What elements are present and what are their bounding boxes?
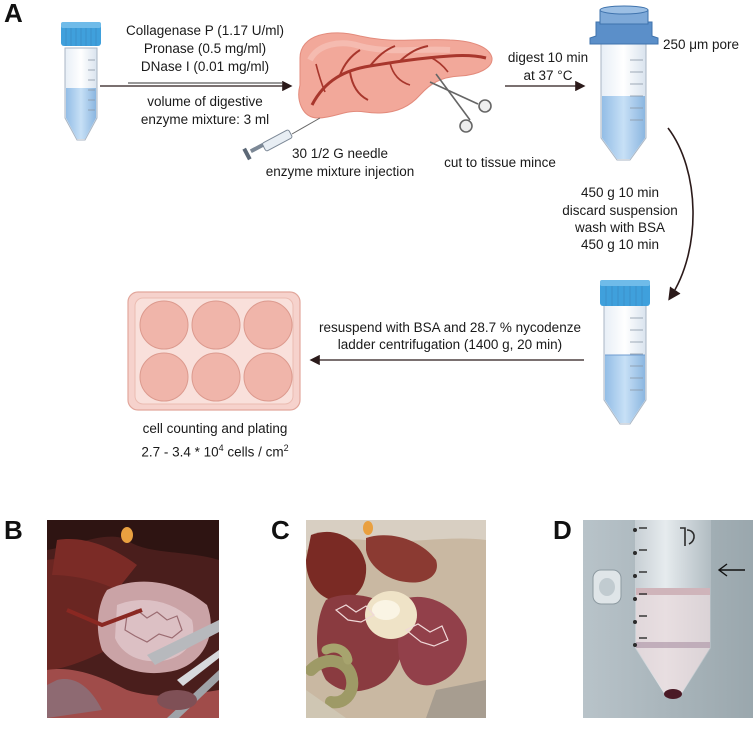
injection-line-2: enzyme mixture injection bbox=[265, 164, 415, 179]
plating-density-unit-exponent: 2 bbox=[283, 443, 289, 453]
plating-density-exponent: 4 bbox=[218, 443, 224, 453]
gradient-line-1: resuspend with BSA and 28.7 % nycodenze bbox=[319, 320, 581, 335]
filter-pore-label: 250 μm pore bbox=[662, 37, 740, 52]
panel-letter-c: C bbox=[271, 515, 290, 545]
arrow-to-centrifuge bbox=[667, 127, 694, 301]
centrifuge-line-1: 450 g 10 min bbox=[580, 185, 660, 200]
gradient-tube-icon bbox=[600, 280, 650, 425]
pancreas-icon bbox=[298, 32, 493, 119]
plating-density-unit: cells / cm bbox=[223, 444, 284, 460]
mince-label: cut to tissue mince bbox=[444, 155, 556, 170]
panel-letter-b: B bbox=[4, 515, 23, 545]
reagent-dnase: DNase I (0.01 mg/ml) bbox=[140, 59, 270, 74]
centrifuge-line-2: discard suspension bbox=[562, 203, 678, 218]
gradient-line-2: ladder centrifugation (1400 g, 20 min) bbox=[337, 337, 563, 352]
arrow-icon bbox=[717, 563, 745, 577]
panel-letter-d: D bbox=[553, 515, 572, 545]
scissors-icon bbox=[429, 73, 492, 133]
photo-panel-d bbox=[583, 520, 753, 718]
volume-line-1: volume of digestive bbox=[147, 94, 263, 109]
plating-density-base: 2.7 - 3.4 * 10 bbox=[141, 444, 219, 460]
injection-line-1: 30 1/2 G needle bbox=[291, 146, 389, 161]
six-well-plate-icon bbox=[127, 291, 301, 411]
plating-line-2: 2.7 - 3.4 * 104 cells / cm2 bbox=[110, 440, 320, 461]
photo-panel-b bbox=[47, 520, 219, 718]
syringe-icon bbox=[242, 117, 321, 161]
centrifuge-line-4: 450 g 10 min bbox=[580, 237, 660, 252]
panel-letter-a: A bbox=[4, 0, 23, 28]
volume-line-2: enzyme mixture: 3 ml bbox=[140, 112, 270, 127]
plating-line-1: cell counting and plating bbox=[142, 421, 288, 436]
digest-line-1: digest 10 min bbox=[507, 50, 589, 65]
reagent-collagenase: Collagenase P (1.17 U/ml) bbox=[125, 23, 285, 38]
photo-panel-c bbox=[306, 520, 486, 718]
workflow-schematic bbox=[61, 5, 694, 425]
reagent-pronase: Pronase (0.5 mg/ml) bbox=[143, 41, 267, 56]
enzyme-tube-icon bbox=[61, 22, 101, 141]
digest-line-2: at 37 °C bbox=[523, 68, 573, 83]
centrifuge-line-3: wash with BSA bbox=[574, 220, 666, 235]
filter-tube-icon bbox=[589, 5, 659, 161]
